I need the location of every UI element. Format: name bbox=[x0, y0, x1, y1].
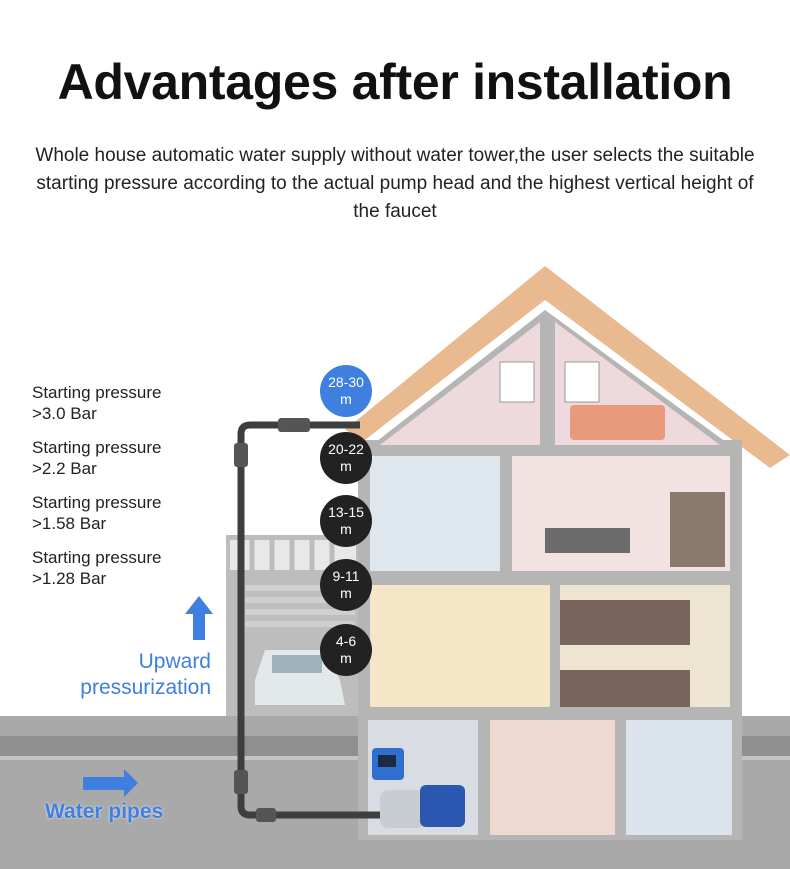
subtitle: Whole house automatic water supply witho… bbox=[35, 145, 755, 222]
bathroom bbox=[370, 456, 500, 571]
water-pipes-label: Water pipes bbox=[45, 800, 164, 823]
roof bbox=[345, 266, 790, 468]
page-title: Advantages after installation bbox=[0, 52, 790, 112]
page-title-text: Advantages after installation bbox=[57, 54, 733, 110]
water-pipe bbox=[237, 421, 380, 819]
laundry-room bbox=[626, 720, 732, 835]
pump bbox=[372, 748, 465, 828]
dining-room bbox=[370, 585, 550, 707]
pressure-label: Starting pressure>1.58 Bar bbox=[32, 493, 162, 533]
wine-cellar bbox=[490, 720, 615, 835]
attic-room-left bbox=[380, 322, 540, 445]
pressure-label: Starting pressure>2.2 Bar bbox=[32, 438, 162, 478]
pressure-label: Starting pressure>1.28 Bar bbox=[32, 548, 162, 588]
right-arrow-icon bbox=[83, 769, 138, 797]
upward-arrow-icon bbox=[185, 596, 213, 640]
sofa bbox=[570, 405, 665, 440]
pressure-label: Starting pressure>3.0 Bar bbox=[32, 383, 162, 423]
